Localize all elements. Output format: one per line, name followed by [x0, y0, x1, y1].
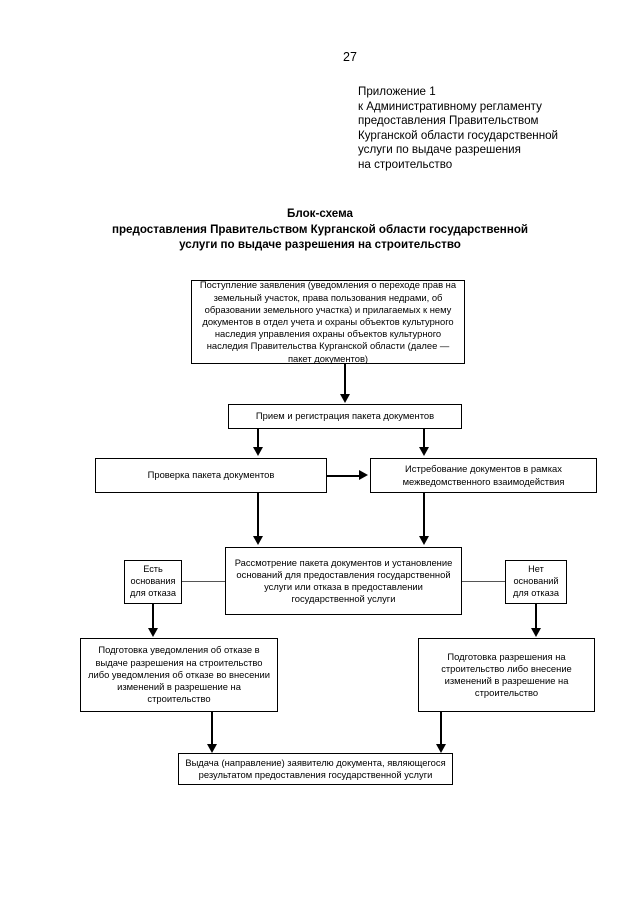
flow-node-label: Подготовка уведомления об отказе в выдач… [88, 644, 270, 705]
appendix-line-1: Приложение 1 [358, 85, 436, 98]
arrowhead-n1-n2 [339, 394, 350, 403]
connector-n3-n4 [327, 475, 360, 477]
title-line-1: Блок-схема [287, 207, 353, 220]
arrowhead-n2-n4 [418, 447, 429, 456]
page-title: Блок-схема предоставления Правительством… [20, 206, 620, 253]
flow-node-issue-result-document: Выдача (направление) заявителю документа… [178, 753, 453, 785]
appendix-line-3: предоставления Правительством [358, 114, 539, 128]
connector-n6-n8 [152, 604, 154, 629]
arrowhead-n9-n10 [435, 744, 446, 753]
appendix-header: Приложение 1 к Административному регламе… [358, 85, 608, 173]
arrowhead-n6-n8 [147, 628, 158, 637]
flow-node-label: Проверка пакета документов [147, 469, 275, 481]
connector-n1-n2 [344, 364, 346, 395]
arrowhead-n3-n5 [252, 536, 263, 545]
connector-n4-n5 [423, 493, 425, 537]
flow-node-refusal-grounds-yes: Есть основания для отказа [124, 560, 182, 604]
flow-node-interdepartmental-request: Истребование документов в рамках межведо… [370, 458, 597, 493]
page-number: 27 [343, 50, 357, 64]
flow-node-prepare-refusal-notice: Подготовка уведомления об отказе в выдач… [80, 638, 278, 712]
flow-node-application-intake: Поступление заявления (уведомления о пер… [191, 279, 465, 364]
connector-n7-n9 [535, 604, 537, 629]
arrowhead-n4-n5 [418, 536, 429, 545]
connector-n3-n5 [257, 493, 259, 537]
flow-node-document-check: Проверка пакета документов [95, 458, 327, 493]
arrowhead-n8-n10 [206, 744, 217, 753]
flow-node-registration: Прием и регистрация пакета документов [228, 404, 462, 429]
connector-n5-n6 [182, 581, 226, 582]
connector-n8-n10 [211, 712, 213, 745]
appendix-line-6: на строительство [358, 157, 453, 171]
arrowhead-n7-n9 [530, 628, 541, 637]
flow-node-label: Истребование документов в рамках межведо… [402, 463, 565, 487]
connector-n2-n3 [257, 429, 259, 448]
flow-node-label: Выдача (направление) заявителю документа… [185, 756, 446, 780]
appendix-line-2: к Административному регламенту [358, 99, 542, 113]
connector-n2-n4 [423, 429, 425, 448]
flow-node-prepare-permit: Подготовка разрешения на строительство л… [418, 638, 595, 712]
flow-node-label: Подготовка разрешения на строительство л… [441, 650, 572, 699]
flow-node-label: Рассмотрение пакета документов и установ… [234, 556, 453, 605]
flow-node-label: Нет оснований для отказа [513, 564, 559, 598]
flow-node-refusal-grounds-no: Нет оснований для отказа [505, 560, 567, 604]
flow-node-review-and-grounds: Рассмотрение пакета документов и установ… [225, 547, 462, 615]
title-line-3: услуги по выдаче разрешения на строитель… [179, 238, 461, 251]
flow-node-label: Есть основания для отказа [130, 564, 176, 598]
appendix-line-5: услуги по выдаче разрешения [358, 143, 521, 157]
flow-node-label: Прием и регистрация пакета документов [255, 410, 435, 422]
title-line-2: предоставления Правительством Курганской… [111, 222, 529, 236]
connector-n5-n7 [461, 581, 506, 582]
arrowhead-n3-n4 [359, 470, 368, 480]
appendix-line-4: Курганской области государственной [358, 128, 559, 142]
flow-node-label: Поступление заявления (уведомления о пер… [199, 279, 457, 364]
arrowhead-n2-n3 [252, 447, 263, 456]
connector-n9-n10 [440, 712, 442, 745]
